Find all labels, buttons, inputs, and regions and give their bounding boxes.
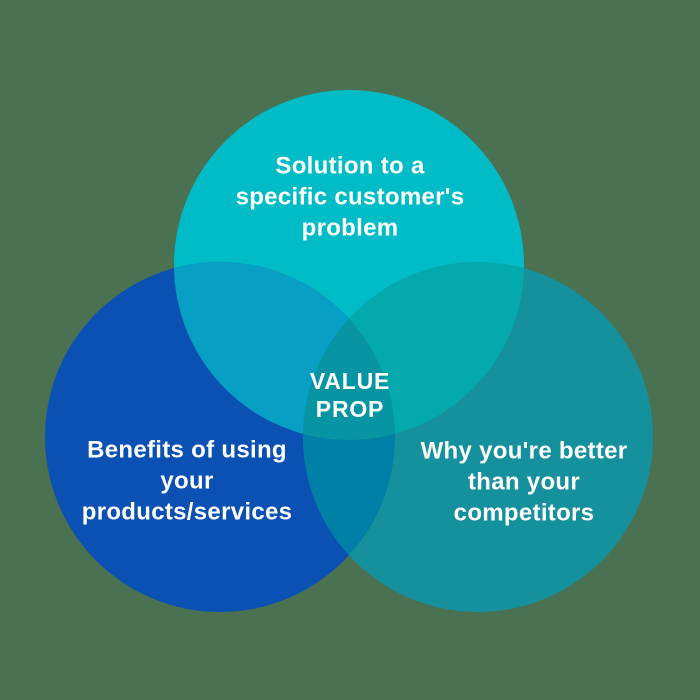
top-circle-label-line-2: specific customer's [235,183,465,211]
bottom-right-circle-label-line-1: Why you're better [420,437,628,465]
center-label: VALUE PROP [310,367,390,423]
bottom-right-circle-label-line-2: than your [467,468,581,496]
top-circle-label: Solution to a specific customer's proble… [236,151,465,244]
bottom-left-circle-label-line-2: your [160,467,214,495]
bottom-left-circle-label-line-3: products/services [81,498,293,526]
bottom-left-circle-label: Benefits of using your products/services [82,435,293,528]
bottom-right-circle-label: Why you're better than your competitors [421,436,628,529]
center-label-line-2: PROP [315,396,385,422]
center-label-line-1: VALUE [309,368,391,394]
bottom-right-circle-label-line-3: competitors [453,499,595,527]
top-circle-label-line-3: problem [301,214,399,242]
bottom-left-circle-label-line-1: Benefits of using [87,436,287,464]
top-circle-label-line-1: Solution to a [275,152,425,180]
